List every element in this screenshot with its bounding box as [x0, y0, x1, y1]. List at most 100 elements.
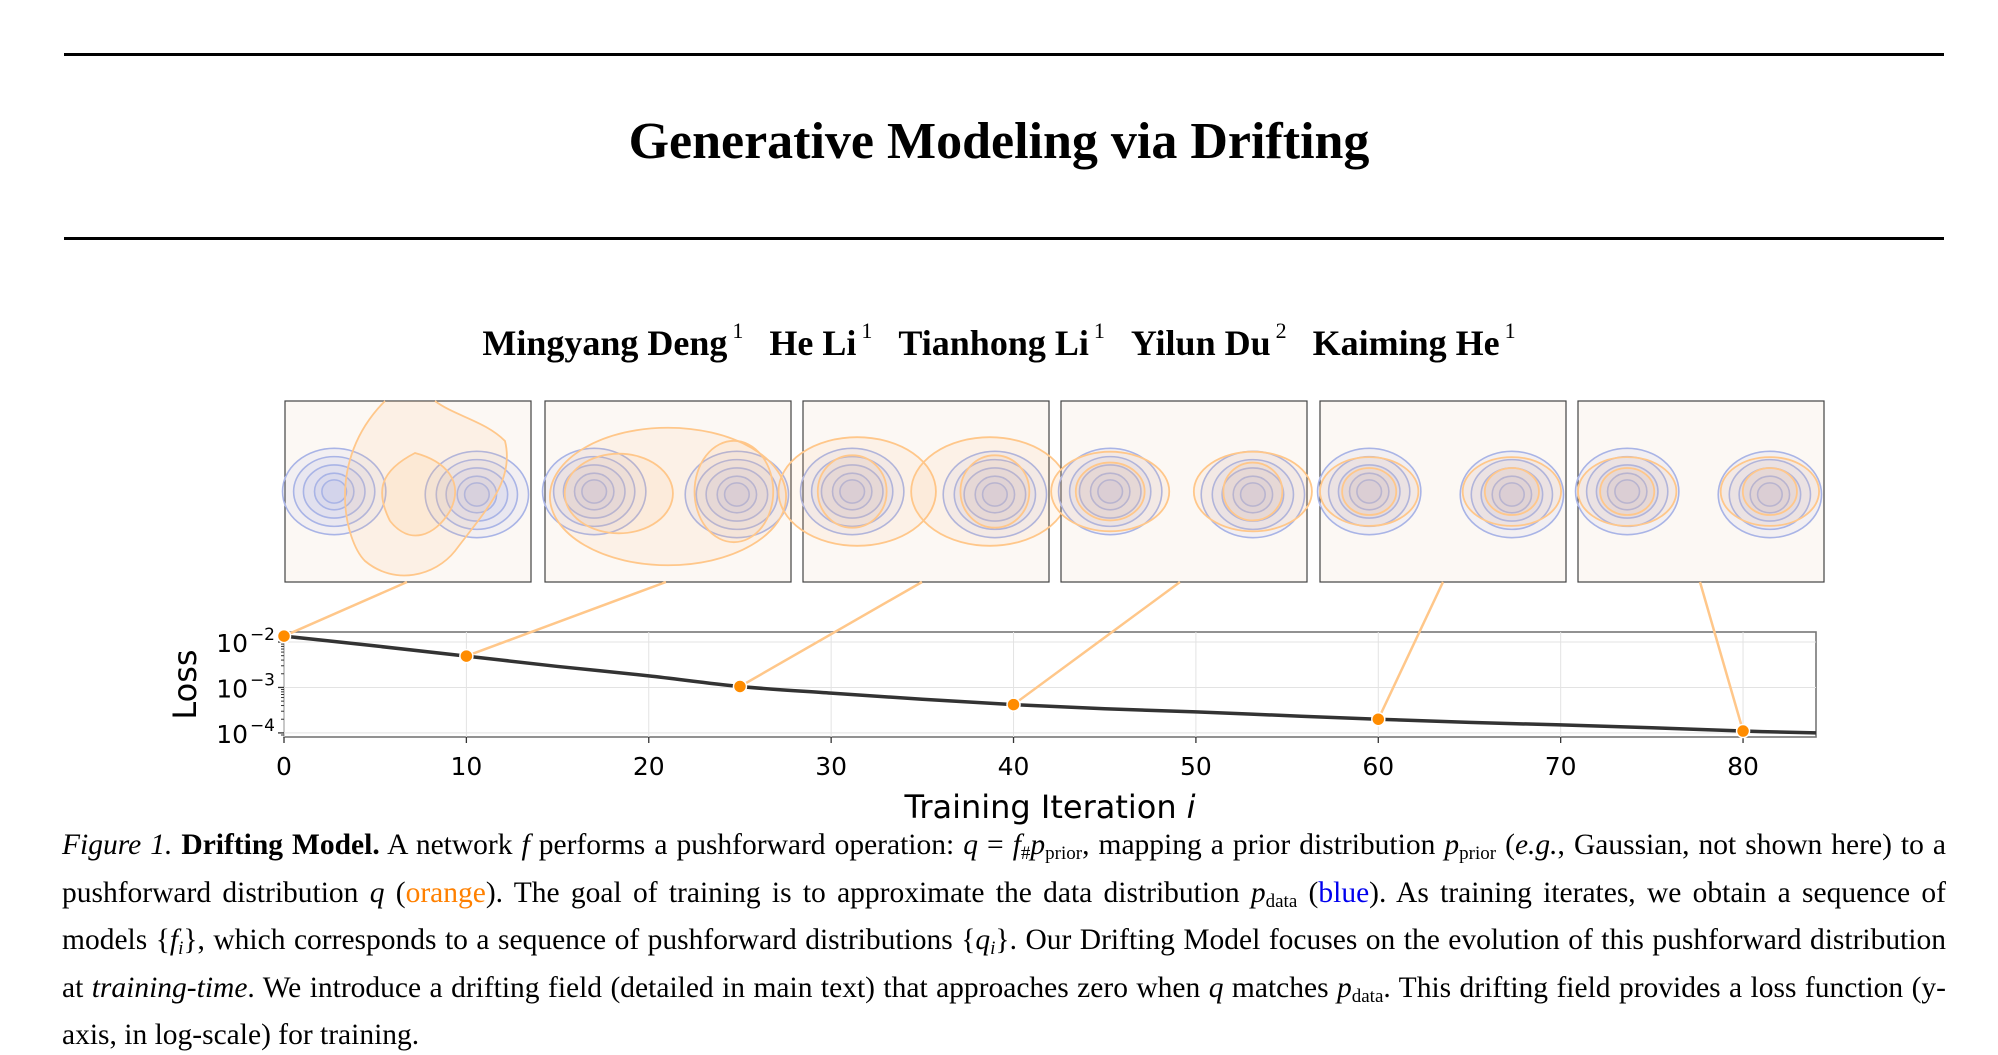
caption-segment: p: [1250, 876, 1266, 909]
y-tick-exponent: −3: [250, 670, 275, 690]
data-density-contour: [963, 467, 1027, 522]
caption-segment: #: [1020, 843, 1031, 864]
y-axis-label: Loss: [166, 649, 204, 719]
author-name: Mingyang Deng: [482, 323, 728, 363]
data-density-contour: [1089, 472, 1131, 511]
x-tick-label: 50: [1180, 752, 1212, 781]
data-density-contour: [1356, 479, 1383, 504]
snapshot-marker: [732, 679, 748, 694]
paper-title: Generative Modeling via Drifting: [628, 113, 1370, 170]
data-density-contour: [1614, 479, 1641, 504]
data-density-contour: [463, 482, 490, 507]
data-density-contour: [1057, 447, 1163, 536]
plot-frame: [283, 631, 1817, 738]
x-tick-label: 10: [450, 752, 482, 781]
data-density-contour: [424, 450, 530, 539]
caption-segment: (: [1297, 876, 1319, 909]
data-density-contour: [799, 447, 905, 536]
snapshot-marker: [1006, 697, 1021, 712]
caption-segment: (: [384, 876, 406, 909]
caption-segment: , Gaussian, not shown here) to a pushfor…: [62, 829, 1947, 909]
snapshot-marker: [1735, 723, 1751, 739]
caption-segment: f: [1012, 829, 1021, 861]
snapshot-connector: [283, 580, 408, 638]
snapshot-marker: [1371, 711, 1386, 727]
data-density-contour: [810, 455, 894, 528]
x-tick-label: 70: [1545, 752, 1577, 781]
loss-curve: [283, 634, 1817, 735]
snapshot-connector: [1012, 580, 1181, 706]
data-density-contour: [281, 447, 387, 536]
caption-segment: =: [977, 829, 1013, 861]
caption-segment: i: [990, 938, 996, 959]
caption-segment: ). As training iterates, we obtain a seq…: [62, 876, 1946, 957]
author-affiliation: 1: [861, 318, 873, 343]
caption-segment: blue: [1318, 876, 1370, 909]
pushforward-contour: [816, 454, 888, 529]
pushforward-contour: [1599, 467, 1656, 516]
caption-segment: f: [169, 924, 179, 956]
panel-frame: [1319, 400, 1567, 583]
data-density-contour: [292, 455, 376, 528]
pushforward-contour: [693, 439, 775, 544]
y-tick-label: 10: [216, 629, 248, 658]
caption-segment: matches: [1223, 971, 1337, 1004]
caption-segment: f: [521, 829, 530, 861]
panel-frame: [1577, 400, 1825, 583]
y-tick-base: 10: [216, 720, 248, 749]
data-density-contour: [705, 467, 769, 522]
data-density-contour: [1337, 464, 1401, 519]
pushforward-contour: [1192, 450, 1313, 533]
data-density-contour: [321, 479, 348, 504]
data-density-contour: [1097, 479, 1124, 504]
author-name: Kaiming He: [1312, 323, 1500, 363]
caption-segment: performs a pushforward operation:: [529, 829, 964, 861]
caption-segment: p: [1030, 829, 1046, 861]
snapshot-marker: [276, 628, 292, 644]
data-density-contour: [1606, 472, 1648, 511]
caption-segment: q: [975, 924, 991, 956]
data-density-contour: [1717, 450, 1823, 539]
data-density-contour: [1348, 472, 1390, 511]
pushforward-contour: [344, 400, 508, 577]
data-density-contour: [1749, 475, 1791, 514]
caption-segment: , mapping a prior distribution: [1082, 829, 1445, 861]
x-tick-label: 30: [815, 752, 847, 781]
y-tick-base: 10: [216, 674, 248, 703]
x-axis-label-text: Training Iteration: [903, 788, 1176, 826]
caption-segment: i: [178, 938, 184, 959]
pushforward-contour: [1741, 467, 1798, 516]
caption-segment: q: [369, 876, 385, 909]
data-density-contour: [552, 455, 636, 528]
caption-segment: (: [1496, 829, 1515, 861]
caption-segment: }, which corresponds to a sequence of pu…: [183, 924, 976, 956]
pushforward-contour: [1461, 456, 1562, 527]
data-density-contour: [1459, 450, 1565, 539]
data-density-contour: [820, 464, 884, 519]
caption-segment: Drifting Model.: [181, 829, 380, 861]
caption-segment: e.g.: [1514, 829, 1558, 861]
caption-segment: ). The goal of training is to approximat…: [485, 876, 1251, 909]
data-density-contour: [302, 464, 366, 519]
caption-segment: data: [1265, 890, 1298, 912]
author-affiliation: 1: [732, 318, 744, 343]
snapshot-connector: [1377, 581, 1445, 720]
snapshot-connector: [465, 580, 667, 658]
data-density-contour: [1239, 482, 1266, 507]
data-density-contour: [953, 458, 1037, 531]
snapshot-panel-3: [777, 400, 1070, 583]
panel-frame: [1060, 400, 1308, 583]
caption-segment: . We introduce a drifting field (detaile…: [247, 971, 1209, 1004]
caption-segment: }. Our Drifting Model focuses on the evo…: [62, 924, 1946, 1004]
caption-segment: prior: [1459, 843, 1497, 864]
x-tick-label: 80: [1727, 752, 1759, 781]
caption-segment: p: [1444, 829, 1460, 861]
caption-segment: orange: [405, 876, 486, 909]
pushforward-contour: [1050, 450, 1171, 533]
snapshot-panel-6: [1574, 400, 1825, 583]
author-affiliation: 1: [1504, 318, 1516, 343]
data-density-contour: [716, 475, 758, 514]
